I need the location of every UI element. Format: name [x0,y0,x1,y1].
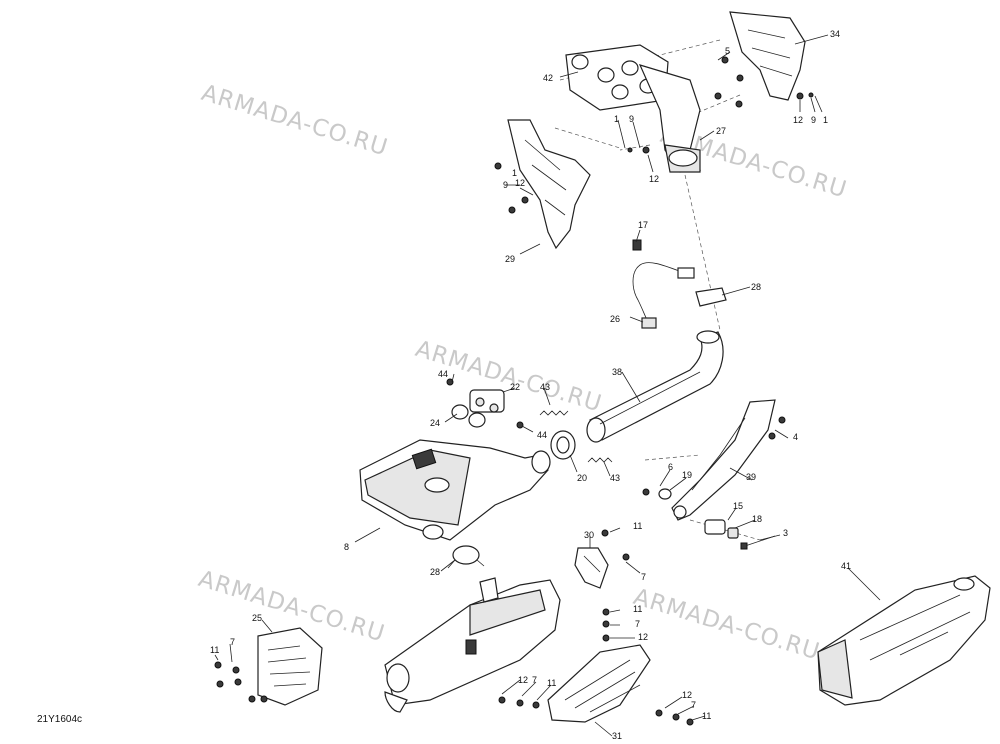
exhaust-gasket [565,44,669,111]
callout-label: 3 [783,528,789,538]
callout-label: 4 [793,432,799,442]
silencer [817,575,991,706]
callout-label: 19 [682,470,693,480]
muffler-bracket [671,399,776,521]
callout-label: 43 [540,382,551,392]
callout-label: 1 [512,168,518,178]
callout-label: 34 [830,29,841,39]
callout-label: 7 [691,700,697,710]
callout-label: 43 [610,473,621,483]
callout-label: 1 [823,115,829,125]
callout-label: 12 [793,115,804,125]
fasteners [214,56,814,726]
callout-label: 7 [230,637,236,647]
sealing-ring [550,430,576,460]
callout-label: 44 [438,369,449,379]
callout-label: 42 [543,73,554,83]
callout-label: 41 [841,561,852,571]
callout-label: 12 [649,174,660,184]
callout-label: 1 [614,114,620,124]
heat-shield-rear [547,644,651,723]
rubber-mounts [451,389,505,428]
callout-label: 7 [532,675,538,685]
callout-label: 12 [638,632,649,642]
heat-shield-upper [729,11,806,101]
callout-label: 20 [577,473,588,483]
callout-label: 11 [633,521,643,531]
callout-label: 28 [430,567,441,577]
callout-label: 17 [638,220,649,230]
mount-hardware [642,488,776,550]
end-cap [257,627,323,706]
callout-label: 11 [210,645,220,655]
oxygen-sensor [632,239,695,329]
callout-label: 29 [505,254,516,264]
callout-label: 44 [537,430,548,440]
callout-label: 11 [547,678,557,688]
heat-shield-left [507,119,591,250]
leader-lines [214,34,881,737]
callout-label: 38 [612,367,623,377]
muffler-rear [384,577,561,713]
callout-label: 30 [584,530,595,540]
callout-label: 15 [733,501,744,511]
callout-label: 28 [751,282,762,292]
exhaust-clamp-lower [447,545,485,569]
callout-label: 25 [252,613,263,623]
exhaust-spring [539,410,613,463]
callout-label: 12 [518,675,529,685]
exhaust-clamp-upper [695,287,727,307]
callout-label: 12 [515,178,526,188]
callout-label: 18 [752,514,763,524]
callout-label: 12 [682,690,693,700]
callout-label: 8 [344,542,350,552]
exhaust-head-pipe [586,330,724,443]
callout-label: 22 [510,382,521,392]
callout-label: 24 [430,418,441,428]
exhaust-manifold [638,64,701,173]
callout-label: 11 [633,604,643,614]
callout-label: 31 [612,731,623,741]
callout-label: 26 [610,314,621,324]
callout-label: 39 [746,472,757,482]
callout-label: 9 [503,180,509,190]
callout-label: 11 [702,711,712,721]
diagram-id: 21Y1604c [37,714,83,725]
callout-label: 7 [635,619,641,629]
muffler-front [359,439,551,541]
callout-label: 5 [725,46,731,56]
heat-shield-small [574,547,609,589]
callout-label: 6 [668,462,674,472]
callout-label: 9 [811,115,817,125]
callout-label: 7 [641,572,647,582]
callout-label: 9 [629,114,635,124]
callout-label: 27 [716,126,727,136]
